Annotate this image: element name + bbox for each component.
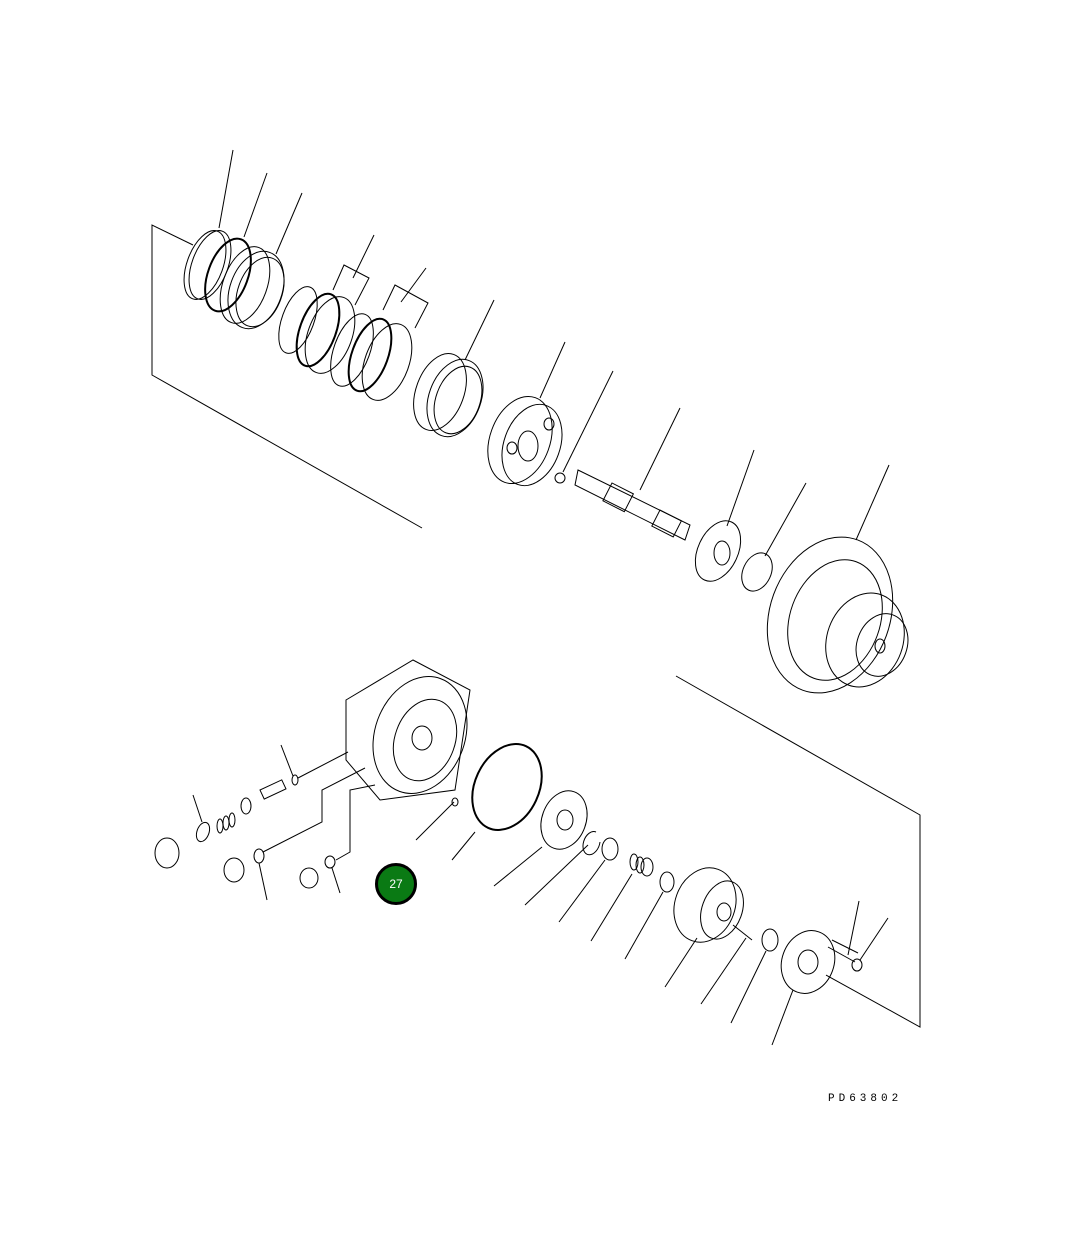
seal-ring-1 <box>183 149 234 300</box>
callout-badge-27[interactable]: 27 <box>375 863 417 905</box>
lower-group-bracket <box>675 675 921 1028</box>
relief-valve-parts <box>154 744 349 869</box>
spring <box>590 853 654 942</box>
o-ring-large <box>451 743 543 861</box>
output-hub <box>766 464 909 694</box>
seal-set-4 <box>278 234 375 374</box>
retainer-plate <box>771 930 836 1046</box>
bearing-ring-3 <box>219 192 303 330</box>
drawing-number: PD63802 <box>828 1093 903 1105</box>
washer-1 <box>558 837 619 923</box>
motor-housing <box>345 659 471 841</box>
washer-2 <box>624 871 675 960</box>
pin <box>700 924 753 1005</box>
valve-plate <box>493 790 588 887</box>
cam-plate <box>487 341 566 487</box>
cylinder-block <box>664 867 744 988</box>
snap-ring <box>524 831 601 906</box>
bushing <box>730 928 779 1024</box>
drive-shaft <box>574 407 691 541</box>
seal-set-5 <box>330 267 429 401</box>
guide-pin <box>827 900 889 972</box>
seal-ring-2 <box>204 172 268 313</box>
ball-bearing <box>694 449 755 582</box>
upper-group-bracket <box>151 224 423 529</box>
needle-bearing <box>741 482 807 592</box>
steel-ball <box>554 370 614 484</box>
bearing-ring-6 <box>413 299 495 438</box>
plug-parts <box>223 767 376 901</box>
